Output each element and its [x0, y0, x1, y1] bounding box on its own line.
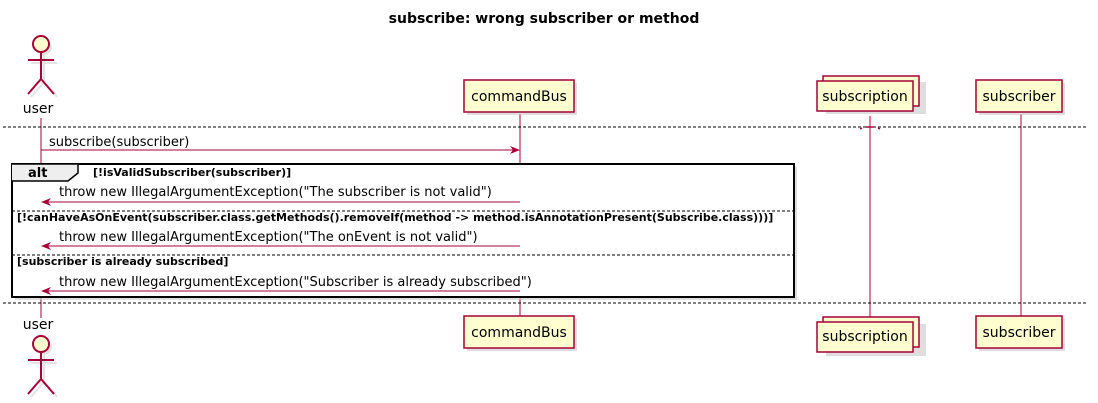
participant-commandbus-label-top: commandBus	[471, 89, 567, 105]
participant-subscription-label-bottom: subscription	[822, 329, 907, 345]
diagram-title: subscribe: wrong subscriber or method	[389, 11, 700, 27]
participant-subscription-bottom	[816, 321, 914, 353]
participant-subscriber-label-bottom: subscriber	[983, 325, 1056, 341]
alt-condition-2: [!canHaveAsOnEvent(subscriber.class.getM…	[17, 211, 773, 224]
alt-keyword: alt	[28, 166, 47, 181]
alt-frame	[11, 163, 795, 298]
participant-user-label-bottom: user	[23, 317, 54, 333]
participant-subscriber-bottom	[975, 315, 1063, 349]
alt-condition-3: [subscriber is already subscribed]	[17, 255, 228, 268]
participant-subscriber-top	[975, 79, 1063, 113]
actor-user-top	[27, 35, 58, 98]
participant-subscription-top	[816, 80, 914, 112]
participant-commandbus-top	[463, 79, 575, 113]
participant-subscriber-label-top: subscriber	[983, 89, 1056, 105]
participant-subscription-label-top: subscription	[822, 89, 907, 105]
message-already-subscribed-label: throw new IllegalArgumentException("Subs…	[59, 275, 532, 290]
actor-user-bottom	[27, 335, 58, 398]
participant-commandbus-label-bottom: commandBus	[471, 325, 567, 341]
message-invalid-subscriber-label: throw new IllegalArgumentException("The …	[59, 185, 492, 200]
alt-condition-1: [!isValidSubscriber(subscriber)]	[93, 166, 291, 179]
ellipsis-marker	[859, 126, 881, 130]
alt-frame-tab	[12, 163, 79, 182]
message-subscribe-label: subscribe(subscriber)	[49, 135, 189, 150]
participant-commandbus-bottom	[463, 315, 575, 349]
participant-user-label-top: user	[23, 101, 54, 117]
message-invalid-onevent-label: throw new IllegalArgumentException("The …	[59, 230, 478, 245]
